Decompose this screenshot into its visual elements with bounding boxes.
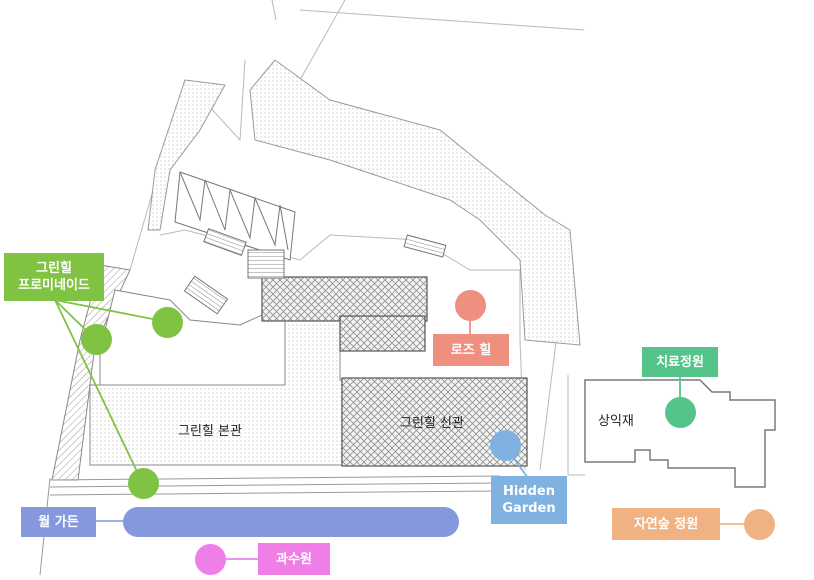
promenade-marker-3[interactable] [128,468,159,499]
hill-area [249,59,581,346]
new-hall-label: 그린힐 신관 [400,416,464,431]
rose-hill-marker[interactable] [455,290,486,321]
wall-garden-label[interactable]: 월 가든 [21,507,96,537]
sangikjae-label: 상익재 [598,414,634,429]
promenade-lawn [99,289,286,386]
orchard-marker[interactable] [195,544,226,575]
main-hall-label: 그린힐 본관 [178,424,242,439]
west-ridge [147,79,226,231]
forest-garden-marker[interactable] [744,509,775,540]
healing-garden-label[interactable]: 치료정원 [642,347,718,377]
forest-garden-label[interactable]: 자연숲 정원 [612,508,720,540]
promenade-marker-1[interactable] [81,324,112,355]
wall-garden-area [123,507,459,537]
hidden-garden-label[interactable]: Hidden Garden [491,476,567,524]
healing-garden-marker[interactable] [665,397,696,428]
rose-hill-label[interactable]: 로즈 힐 [433,334,509,366]
orchard-label[interactable]: 과수원 [258,543,330,575]
promenade-marker-2[interactable] [152,307,183,338]
hidden-garden-marker[interactable] [490,430,521,461]
greenhill-promenade-label[interactable]: 그린힐 프로미네이드 [4,253,104,301]
sangikjae-footprint [584,379,776,488]
